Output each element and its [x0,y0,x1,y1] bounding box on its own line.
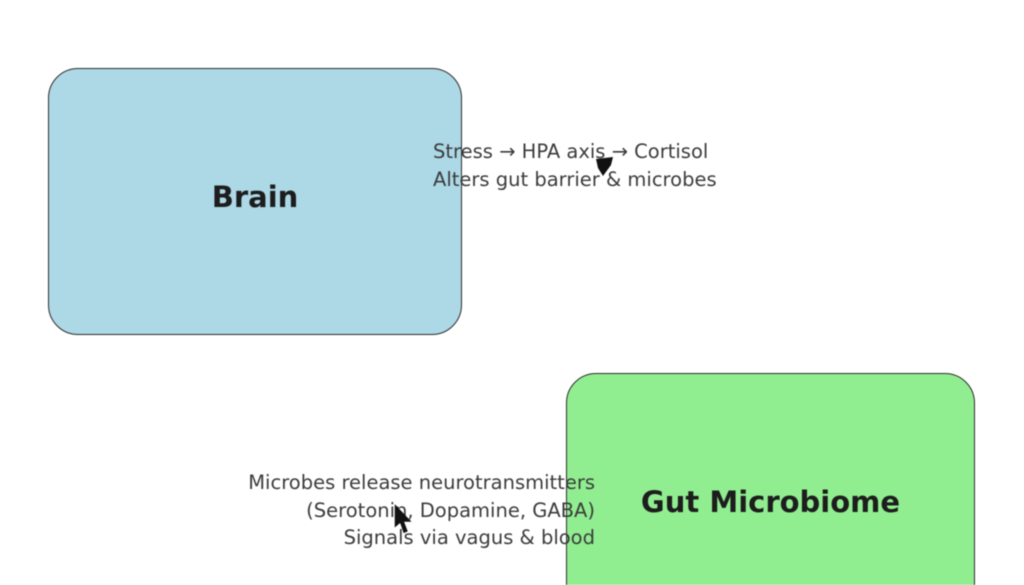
annotation-gut-to-brain-line-3: Signals via vagus & blood [343,526,595,549]
annotation-brain-to-gut-line-1: Stress → HPA axis → Cortisol [433,140,709,163]
node-brain-label: Brain [211,179,299,214]
annotation-brain-to-gut-line-2: Alters gut barrier & microbes [433,167,717,191]
node-gut-microbiome: Gut Microbiome [566,373,975,585]
annotation-brain-to-gut: Stress → HPA axis → Cortisol Alters gut … [433,138,717,193]
annotation-gut-to-brain-line-1: Microbes release neurotransmitters [248,471,595,494]
arrowhead-icon [596,157,613,176]
annotation-gut-to-brain-line-2: (Serotonin, Dopamine, GABA) [306,498,595,522]
node-gut-microbiome-label: Gut Microbiome [640,484,901,519]
annotation-gut-to-brain: Microbes release neurotransmitters (Sero… [248,469,595,552]
mouse-cursor-icon [394,504,412,534]
node-brain: Brain [48,68,462,335]
